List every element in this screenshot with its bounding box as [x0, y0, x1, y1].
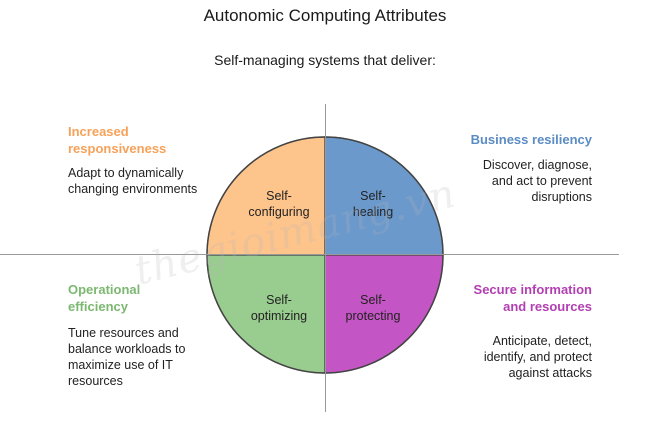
- heading-line: responsiveness: [68, 141, 167, 156]
- body-line: maximize use of IT: [68, 358, 173, 372]
- diagram-subtitle: Self-managing systems that deliver:: [214, 52, 436, 68]
- heading-line: Operational: [68, 282, 141, 297]
- label-line: optimizing: [250, 309, 308, 323]
- body-line: identify, and protect: [483, 350, 592, 364]
- heading-line: Secure information: [473, 282, 592, 297]
- body-line: Anticipate, detect,: [492, 334, 592, 348]
- heading-secure-information: Secure information and resources: [420, 281, 592, 315]
- text-business-resiliency: Discover, diagnose, and act to prevent d…: [420, 157, 592, 205]
- heading-operational-efficiency: Operational efficiency: [68, 281, 140, 315]
- horizontal-axis: [0, 254, 619, 255]
- body-line: balance workloads to: [68, 342, 186, 356]
- text-secure-information: Anticipate, detect, identify, and protec…: [420, 333, 592, 381]
- heading-line: efficiency: [68, 299, 128, 314]
- label-line: configuring: [248, 205, 310, 219]
- diagram-title: Autonomic Computing Attributes: [203, 6, 447, 25]
- heading-line: Business resiliency: [470, 132, 592, 147]
- label-line: protecting: [345, 309, 401, 323]
- label-line: Self-: [360, 293, 386, 307]
- heading-line: Increased: [68, 124, 129, 139]
- label-self-configuring: Self- configuring: [224, 188, 334, 220]
- heading-line: and resources: [503, 299, 592, 314]
- body-line: Tune resources and: [68, 326, 179, 340]
- label-line: Self-: [360, 189, 386, 203]
- heading-increased-responsiveness: Increased responsiveness: [68, 123, 166, 157]
- body-line: changing environments: [68, 182, 198, 196]
- label-line: Self-: [266, 293, 292, 307]
- label-line: Self-: [266, 189, 292, 203]
- label-self-healing: Self- healing: [318, 188, 428, 220]
- label-self-protecting: Self- protecting: [318, 292, 428, 324]
- text-operational-efficiency: Tune resources and balance workloads to …: [68, 325, 185, 389]
- heading-business-resiliency: Business resiliency: [420, 131, 592, 148]
- body-line: and act to prevent: [491, 174, 592, 188]
- body-line: against attacks: [508, 366, 592, 380]
- label-self-optimizing: Self- optimizing: [224, 292, 334, 324]
- label-line: healing: [352, 205, 394, 219]
- body-line: Discover, diagnose,: [482, 158, 592, 172]
- body-line: resources: [68, 374, 123, 388]
- vertical-axis: [325, 104, 326, 412]
- text-increased-responsiveness: Adapt to dynamically changing environmen…: [68, 165, 197, 197]
- body-line: disruptions: [531, 190, 592, 204]
- body-line: Adapt to dynamically: [68, 166, 184, 180]
